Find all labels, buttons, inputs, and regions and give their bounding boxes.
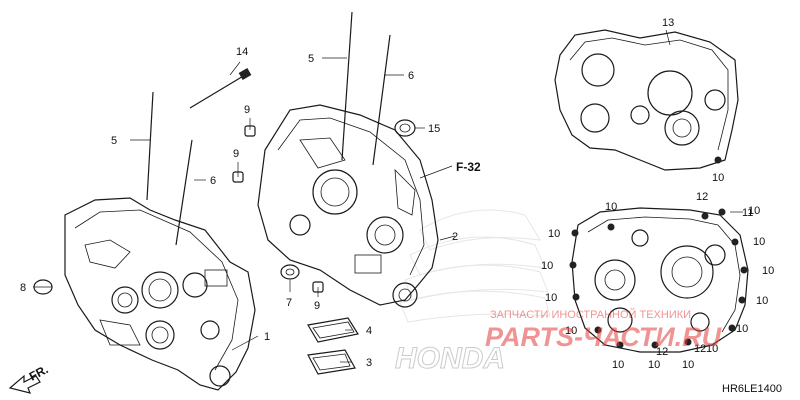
callout-15: 15 — [428, 123, 440, 135]
callout-10-b6: 10 — [612, 359, 624, 371]
callout-11: 11 — [742, 207, 753, 219]
callout-10-b7: 10 — [648, 359, 660, 371]
callout-10-b10: 10 — [762, 265, 774, 277]
callout-5a: 5 — [111, 135, 117, 147]
callout-10-b13: 10 — [748, 205, 760, 217]
callout-7: 7 — [286, 297, 292, 309]
honda-wing-watermark — [399, 209, 551, 323]
watermark-caption: ЗАПЧАСТИ ИНОСТРАННОЙ ТЕХНИКИ — [490, 308, 691, 321]
case-view-bottom-right — [571, 207, 749, 353]
callout-10-b5: 10 — [565, 325, 577, 337]
callout-4: 4 — [366, 325, 372, 337]
front-arrow: FR. — [8, 362, 51, 394]
right-crankcase-half — [257, 104, 439, 308]
watermark-logo: PARTS-ЧАСТИ.RU — [485, 322, 723, 352]
reference-f-32: F-32 — [456, 160, 481, 174]
leader-lines — [33, 29, 743, 363]
callout-14: 14 — [236, 46, 248, 58]
callout-5b: 5 — [308, 53, 314, 65]
callout-10-top: 10 — [712, 172, 724, 184]
callout-12a: 12 — [696, 191, 708, 203]
callout-12c: 12 — [694, 343, 706, 355]
case-view-top-right — [554, 29, 739, 171]
callout-10-b3: 10 — [541, 260, 553, 272]
callout-9a: 9 — [244, 104, 250, 116]
left-crankcase-half — [64, 197, 256, 391]
honda-wordmark: HONDA — [395, 342, 505, 375]
callout-1: 1 — [264, 331, 270, 343]
callout-10-b2: 10 — [548, 228, 560, 240]
stud-bolts-right — [341, 11, 391, 166]
callout-6a: 6 — [210, 175, 216, 187]
callout-9c: 9 — [314, 300, 320, 312]
bolts-10-bottom-right — [569, 156, 748, 349]
callout-12b: 12 — [656, 346, 668, 358]
long-bolt-14 — [189, 68, 252, 109]
diagram-code: HR6LE1400 — [722, 383, 782, 395]
callout-10-b14: 10 — [706, 343, 718, 355]
callout-10-b11: 10 — [756, 295, 768, 307]
callout-10-b4: 10 — [545, 292, 557, 304]
oil-strainer-screens — [307, 317, 359, 375]
callout-10-b1: 10 — [605, 201, 617, 213]
callout-13: 13 — [662, 17, 674, 29]
oil-seal-7 — [280, 264, 300, 280]
callout-10-b8: 10 — [682, 359, 694, 371]
callout-10-b9: 10 — [753, 236, 765, 248]
front-arrow-label: FR. — [27, 362, 51, 383]
callout-8: 8 — [20, 282, 26, 294]
callout-6b: 6 — [408, 70, 414, 82]
callout-3: 3 — [366, 357, 372, 369]
callout-10-b12: 10 — [736, 323, 748, 335]
callout-9b: 9 — [233, 148, 239, 160]
oil-seal-15 — [394, 119, 416, 137]
stud-bolts-left — [146, 91, 193, 246]
callout-2: 2 — [452, 231, 458, 243]
